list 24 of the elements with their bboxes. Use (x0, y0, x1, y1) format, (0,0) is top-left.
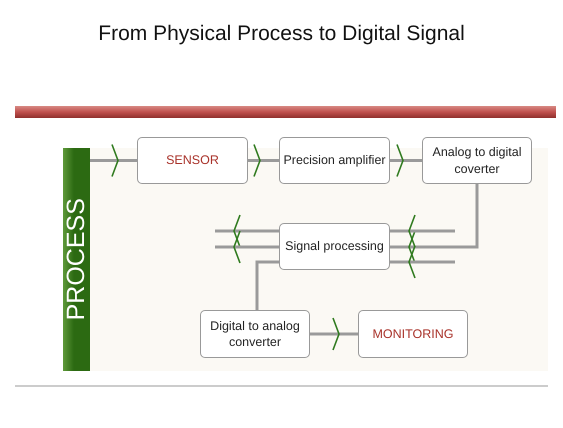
process-box (279, 223, 390, 270)
node-label: Signal processing (285, 238, 384, 255)
node-label: SENSOR (166, 152, 219, 169)
arrow (390, 245, 455, 279)
arrow (248, 144, 279, 178)
arrow (310, 317, 358, 351)
process-band (63, 148, 90, 371)
process-box (358, 310, 468, 358)
arrow (390, 144, 422, 178)
arrow (215, 214, 279, 248)
arrow (215, 230, 279, 264)
arrow (390, 214, 455, 248)
process-box (279, 137, 390, 184)
node-label: Digital to analog converter (209, 318, 301, 350)
process-box (200, 310, 310, 358)
slide-title: From Physical Process to Digital Signal (97, 22, 466, 46)
node-label: Precision amplifier (283, 152, 386, 169)
process-box (422, 137, 532, 184)
arrow (90, 144, 137, 178)
node-label: PROCESS (61, 198, 92, 321)
connector-line (256, 260, 279, 310)
node-label: MONITORING (372, 326, 454, 342)
node-label: Analog to digital coverter (432, 144, 522, 177)
process-box (137, 137, 248, 184)
